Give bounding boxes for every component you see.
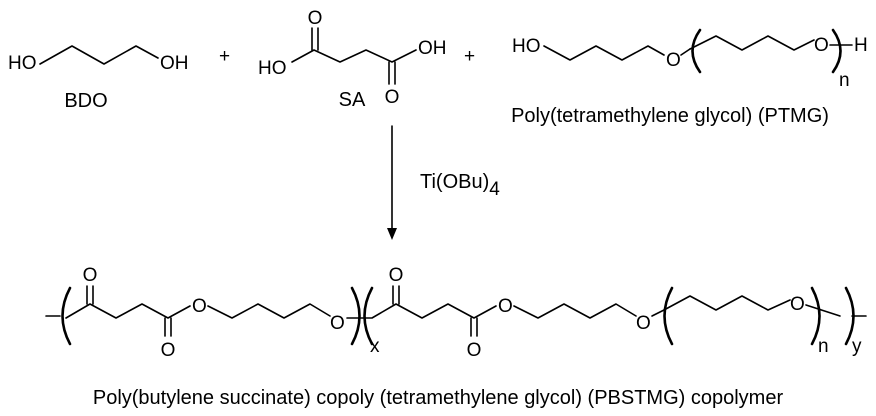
product-o-bottom-atom: O bbox=[161, 340, 176, 361]
ptmg-h-atom: H bbox=[854, 35, 868, 56]
product-link-bond bbox=[651, 309, 665, 317]
bdo-structure: HO OH BDO bbox=[8, 45, 189, 112]
product-end-o-atom: O bbox=[330, 313, 345, 334]
product-ps-chain-bond bbox=[65, 303, 191, 319]
ptmg-chain-bond bbox=[543, 45, 665, 61]
product-label: Poly(butylene succinate) copoly (tetrame… bbox=[93, 387, 784, 409]
product-o-bottom-atom: O bbox=[467, 340, 482, 361]
product-subscript-x: x bbox=[370, 336, 380, 357]
arrow-head bbox=[387, 228, 397, 240]
product-ps-chain-bond bbox=[346, 303, 497, 319]
sa-o-top-atom: O bbox=[308, 8, 323, 29]
catalyst-label: Ti(OBu)4 bbox=[420, 171, 500, 200]
product-o-top-atom: O bbox=[83, 265, 98, 286]
bdo-label: BDO bbox=[64, 90, 107, 112]
product-butylene-chain-bond bbox=[513, 303, 637, 319]
product-tmg-chain-bond bbox=[663, 295, 791, 311]
ptmg-o-atom: O bbox=[666, 50, 681, 71]
ptmg-subscript-n: n bbox=[839, 70, 850, 91]
product-structure: O O O O x O O O O O n y Poly(butylene su… bbox=[45, 265, 867, 409]
ptmg-ho-atom: HO bbox=[512, 36, 541, 57]
product-tmg-o-atom: O bbox=[790, 294, 805, 315]
plus-sign: + bbox=[464, 46, 475, 67]
reaction-arrow: Ti(OBu)4 bbox=[387, 125, 500, 240]
sa-chain-bond bbox=[291, 49, 417, 63]
product-open-bracket-y bbox=[363, 286, 374, 346]
product-ester-o-atom: O bbox=[498, 296, 513, 317]
bdo-chain-bond bbox=[39, 45, 159, 65]
sa-o-bottom-atom: O bbox=[385, 87, 400, 108]
product-subscript-y: y bbox=[852, 336, 862, 357]
ptmg-close-bracket bbox=[831, 28, 842, 74]
ptmg-open-bracket bbox=[691, 28, 702, 74]
product-o-top-atom: O bbox=[389, 265, 404, 286]
product-ether-o-atom: O bbox=[636, 313, 651, 334]
ptmg-o-atom: O bbox=[814, 35, 829, 56]
product-open-bracket-n bbox=[663, 286, 674, 346]
product-ester-o-atom: O bbox=[192, 296, 207, 317]
ptmg-label: Poly(tetramethylene glycol) (PTMG) bbox=[511, 105, 829, 127]
bdo-ho-atom: HO bbox=[8, 53, 37, 74]
product-butylene-chain-bond bbox=[207, 303, 331, 319]
ptmg-link-bond bbox=[680, 48, 691, 56]
product-close-bracket-n bbox=[810, 286, 821, 346]
product-subscript-n: n bbox=[818, 336, 829, 357]
sa-structure: HO O O OH SA bbox=[258, 8, 447, 111]
product-close-bracket-x bbox=[350, 286, 361, 346]
sa-oh-atom: OH bbox=[418, 38, 447, 59]
sa-label: SA bbox=[339, 89, 366, 111]
product-open-bracket-x bbox=[61, 286, 72, 346]
ptmg-repeat-chain-bond bbox=[689, 35, 815, 51]
plus-sign: + bbox=[219, 46, 230, 67]
sa-ho-atom: HO bbox=[258, 58, 287, 79]
ptmg-structure: HO O O H n Poly(tetramethylene glycol) (… bbox=[511, 28, 868, 127]
product-end-bond bbox=[805, 304, 841, 317]
bdo-oh-atom: OH bbox=[160, 53, 189, 74]
